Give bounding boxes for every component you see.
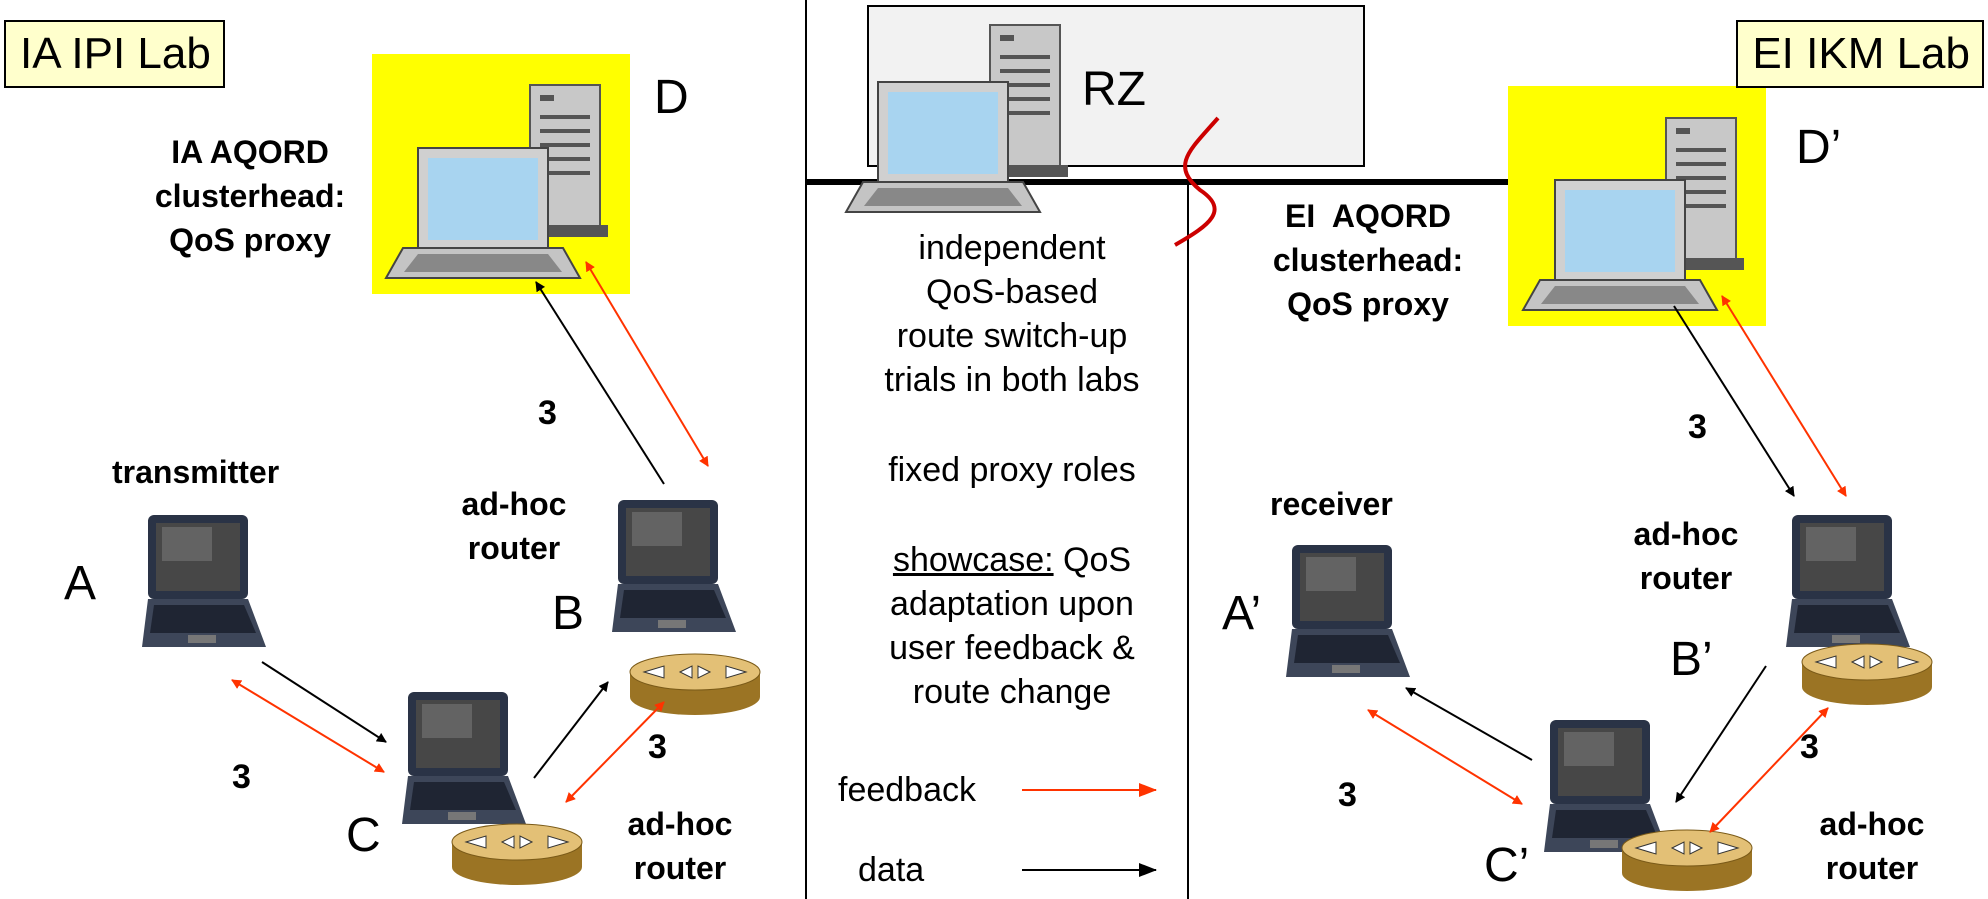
adhoc-router-label-c-prime: ad-hoc router bbox=[1812, 802, 1932, 890]
center-roles-text: fixed proxy roles bbox=[888, 451, 1136, 489]
center-showcase-line-1: showcase: QoS bbox=[862, 538, 1162, 582]
rz-label: RZ bbox=[1082, 63, 1146, 116]
lab-tag-right: EI IKM Lab bbox=[1736, 20, 1984, 88]
center-showcase-line-3: user feedback & bbox=[889, 629, 1135, 667]
legend-data-label: data bbox=[858, 851, 925, 889]
clusterhead-label-right: EI AQORD clusterhead: QoS proxy bbox=[1258, 194, 1478, 326]
adhoc-router-c-prime-line-2: router bbox=[1825, 850, 1919, 886]
feedback-arrow-d-prime-b-prime bbox=[1721, 295, 1847, 497]
adhoc-router-b-line-1: ad-hoc bbox=[461, 486, 567, 522]
wan-break bbox=[1174, 116, 1220, 247]
laptop-a bbox=[142, 515, 266, 647]
laptop-b-prime bbox=[1786, 515, 1910, 647]
data-arrow-b-prime-c-prime bbox=[1675, 665, 1767, 803]
adhoc-router-c-prime-line-1: ad-hoc bbox=[1819, 806, 1925, 842]
laptop-c bbox=[402, 692, 526, 824]
adhoc-router-b-prime-line-2: router bbox=[1639, 560, 1733, 596]
node-label-d-prime: D’ bbox=[1796, 121, 1842, 174]
feedback-arrow-a-prime-c-prime bbox=[1367, 709, 1523, 805]
center-trials-text: independent QoS-based route switch-up tr… bbox=[862, 226, 1162, 402]
node-label-c: C bbox=[346, 809, 381, 862]
center-trials-line-2: QoS-based bbox=[926, 273, 1098, 311]
feedback-arrow-b-c bbox=[565, 701, 665, 803]
center-showcase-line-4: route change bbox=[912, 673, 1112, 711]
center-showcase-line-2: adaptation upon bbox=[890, 585, 1134, 623]
data-arrow-a-c bbox=[261, 661, 387, 743]
clusterhead-left-line-3: QoS proxy bbox=[169, 222, 331, 258]
router-c-prime bbox=[1621, 829, 1753, 892]
node-label-a-prime: A’ bbox=[1222, 587, 1262, 640]
data-arrow-b-d bbox=[535, 281, 665, 485]
node-label-b-prime: B’ bbox=[1670, 633, 1713, 686]
hop-label-a-c: 3 bbox=[232, 758, 251, 796]
center-trials-line-1: independent bbox=[918, 229, 1106, 267]
transmitter-label: transmitter bbox=[112, 454, 280, 490]
adhoc-router-label-b: ad-hoc router bbox=[454, 482, 574, 570]
clusterhead-left-line-2: clusterhead: bbox=[154, 178, 346, 214]
hop-label-b-d: 3 bbox=[538, 394, 557, 432]
hop-label-b-c: 3 bbox=[648, 728, 667, 766]
adhoc-router-label-b-prime: ad-hoc router bbox=[1626, 512, 1746, 600]
showcase-label: showcase: bbox=[892, 541, 1054, 579]
data-arrow-d-prime-b-prime bbox=[1673, 305, 1795, 497]
data-arrow-c-b bbox=[533, 681, 609, 779]
node-label-d: D bbox=[654, 71, 689, 124]
feedback-arrow-b-prime-c-prime bbox=[1709, 707, 1829, 833]
center-trials-line-3: route switch-up bbox=[896, 317, 1128, 355]
adhoc-router-label-c: ad-hoc router bbox=[620, 802, 740, 890]
clusterhead-right-line-1: EI AQORD bbox=[1285, 198, 1451, 234]
lab-tag-left: IA IPI Lab bbox=[4, 20, 225, 88]
clusterhead-right-line-3: QoS proxy bbox=[1287, 286, 1449, 322]
laptop-b bbox=[612, 500, 736, 632]
hop-label-a-prime-c-prime: 3 bbox=[1338, 776, 1357, 814]
node-label-a: A bbox=[64, 557, 97, 610]
legend-feedback-label: feedback bbox=[838, 771, 976, 809]
clusterhead-right-line-2: clusterhead: bbox=[1272, 242, 1464, 278]
showcase-rest: QoS bbox=[1053, 541, 1132, 579]
feedback-arrow-a-c bbox=[231, 679, 385, 773]
router-c bbox=[451, 823, 583, 886]
data-arrow-c-prime-a-prime bbox=[1405, 687, 1533, 761]
hop-label-d-prime-b-prime: 3 bbox=[1688, 408, 1707, 446]
adhoc-router-b-prime-line-1: ad-hoc bbox=[1633, 516, 1739, 552]
adhoc-router-b-line-2: router bbox=[467, 530, 561, 566]
adhoc-router-c-line-2: router bbox=[633, 850, 727, 886]
laptop-a-prime bbox=[1286, 545, 1410, 677]
node-label-c-prime: C’ bbox=[1484, 839, 1530, 892]
router-b bbox=[629, 653, 761, 716]
feedback-arrow-d-b bbox=[585, 261, 709, 467]
center-showcase-text: showcase: QoS adaptation upon user feedb… bbox=[862, 538, 1162, 714]
laptop-c-prime bbox=[1544, 720, 1668, 852]
adhoc-router-c-line-1: ad-hoc bbox=[627, 806, 733, 842]
clusterhead-left-line-1: IA AQORD bbox=[171, 134, 329, 170]
receiver-label: receiver bbox=[1270, 486, 1393, 522]
hop-label-b-prime-c-prime: 3 bbox=[1800, 728, 1819, 766]
node-label-b: B bbox=[552, 587, 585, 640]
router-b-prime bbox=[1801, 643, 1933, 706]
center-trials-line-4: trials in both labs bbox=[884, 361, 1140, 399]
clusterhead-label-left: IA AQORD clusterhead: QoS proxy bbox=[150, 130, 350, 262]
